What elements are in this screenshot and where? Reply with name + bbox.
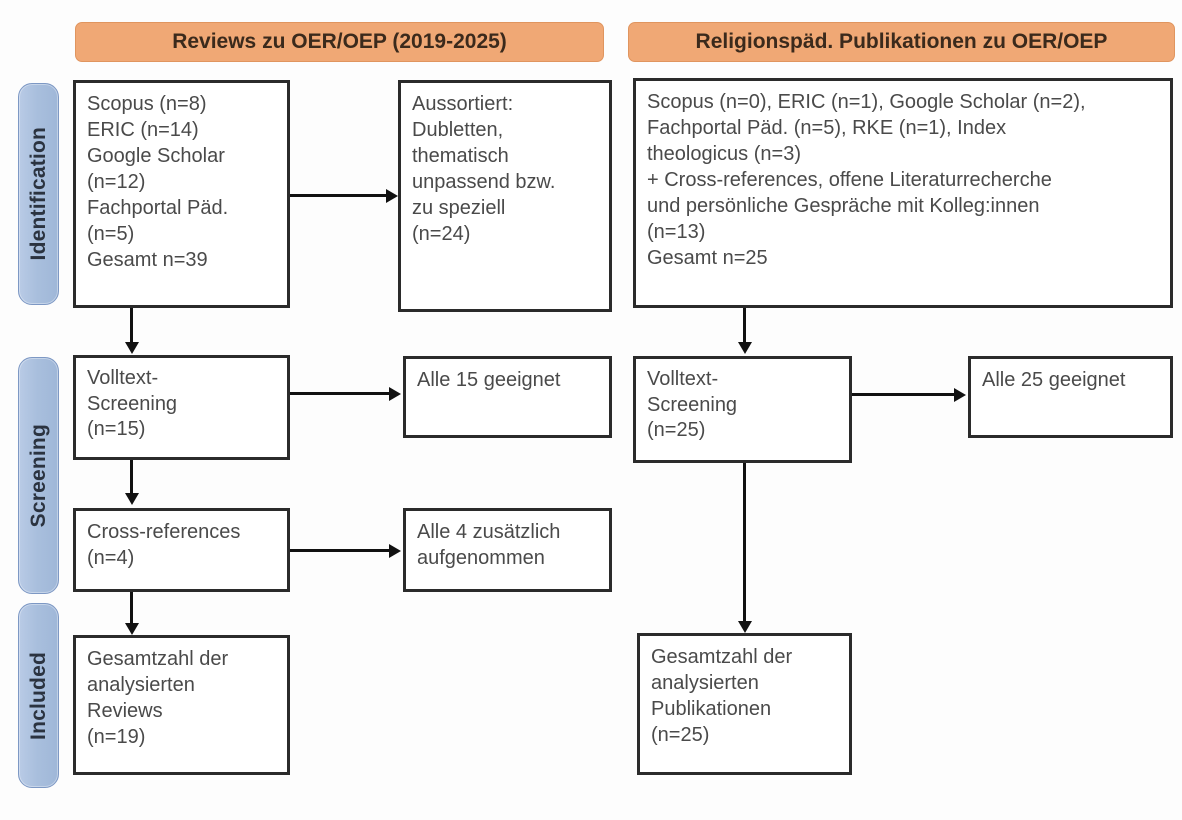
stage-label-identification: Identification [26, 127, 50, 261]
box-line: (n=12) [87, 171, 146, 193]
box-line: Alle 15 geeignet [417, 369, 561, 391]
connector-left-screening-to-result [290, 392, 391, 395]
box-line: zu speziell [412, 197, 506, 219]
box-right-identification: Scopus (n=0), ERIC (n=1), Google Scholar… [633, 78, 1173, 308]
box-left-excluded: Aussortiert: Dubletten, thematisch unpas… [398, 80, 612, 312]
connector-right-ident-to-screening [743, 308, 746, 344]
box-line: Publikationen [651, 698, 772, 720]
box-line: Gesamt n=25 [647, 247, 768, 269]
arrowhead-left-screening-to-result [389, 387, 401, 401]
box-line: Dubletten, [412, 119, 504, 141]
stage-label-screening: Screening [26, 423, 50, 528]
connector-right-screening-to-result [852, 393, 956, 396]
box-line: (n=19) [87, 726, 146, 748]
box-left-included: Gesamtzahl der analysierten Reviews (n=1… [73, 635, 290, 775]
box-line: (n=25) [647, 419, 706, 442]
box-line: analysierten [87, 674, 195, 696]
arrowhead-left-crossrefs-to-included [125, 623, 139, 635]
box-line: Alle 25 geeignet [982, 369, 1126, 391]
box-line: Alle 4 zusätzlich [417, 521, 561, 543]
connector-left-crossrefs-to-included [130, 592, 133, 625]
connector-left-crossrefs-to-result [290, 549, 391, 552]
box-line: Scopus (n=8) [87, 93, 207, 115]
stage-pill-screening: Screening [18, 357, 59, 594]
box-right-screening-result: Alle 25 geeignet [968, 356, 1173, 438]
box-line: Reviews [87, 700, 163, 722]
box-line: aufgenommen [417, 547, 545, 569]
box-right-included: Gesamtzahl der analysierten Publikatione… [637, 633, 852, 775]
box-line: Gesamt n=39 [87, 249, 208, 271]
arrowhead-left-screening-to-crossrefs [125, 493, 139, 505]
box-line: Scopus (n=0), ERIC (n=1), Google Scholar… [647, 91, 1086, 113]
arrowhead-left-ident-to-excluded [386, 189, 398, 203]
arrowhead-right-ident-to-screening [738, 342, 752, 354]
box-line: (n=13) [647, 221, 706, 243]
box-line: Fachportal Päd. (n=5), RKE (n=1), Index [647, 117, 1007, 139]
box-left-crossrefs-result: Alle 4 zusätzlich aufgenommen [403, 508, 612, 592]
box-line: thematisch [412, 145, 509, 167]
box-line: + Cross-references, offene Literaturrech… [647, 169, 1052, 191]
arrowhead-left-crossrefs-to-result [389, 544, 401, 558]
column-header-reviews-label: Reviews zu OER/OEP (2019-2025) [172, 30, 507, 53]
box-left-crossrefs: Cross-references (n=4) [73, 508, 290, 592]
box-line: Google Scholar [87, 145, 225, 167]
arrowhead-right-screening-to-result [954, 388, 966, 402]
box-line: Aussortiert: [412, 93, 514, 115]
box-line: Volltext- [87, 367, 159, 389]
box-line: Screening [647, 393, 738, 416]
connector-left-screening-to-crossrefs [130, 460, 133, 495]
box-line: theologicus (n=3) [647, 143, 801, 165]
connector-left-ident-to-excluded [290, 194, 388, 197]
box-line: Fachportal Päd. [87, 197, 229, 219]
box-line: ERIC (n=14) [87, 119, 199, 141]
arrowhead-right-screening-to-included [738, 621, 752, 633]
box-line: (n=25) [651, 724, 710, 746]
connector-right-screening-to-included [743, 463, 746, 623]
box-left-screening: Volltext- Screening (n=15) [73, 355, 290, 460]
box-line: unpassend bzw. [412, 171, 556, 193]
box-line: (n=4) [87, 547, 135, 569]
box-line: Cross-references [87, 521, 241, 543]
stage-pill-identification: Identification [18, 83, 59, 305]
box-line: (n=5) [87, 223, 135, 245]
box-right-screening: Volltext- Screening (n=25) [633, 356, 852, 463]
connector-left-ident-to-screening [130, 308, 133, 344]
stage-pill-included: Included [18, 603, 59, 788]
stage-label-included: Included [26, 651, 50, 740]
box-line: und persönliche Gespräche mit Kolleg:inn… [647, 195, 1040, 217]
box-left-identification: Scopus (n=8) ERIC (n=14) Google Scholar … [73, 80, 290, 308]
box-line: Screening [87, 392, 178, 415]
box-line: analysierten [651, 672, 759, 694]
box-left-screening-result: Alle 15 geeignet [403, 356, 612, 438]
column-header-reviews: Reviews zu OER/OEP (2019-2025) [75, 22, 604, 62]
box-line: Gesamtzahl der [87, 648, 229, 670]
arrowhead-left-ident-to-screening [125, 342, 139, 354]
column-header-publikationen: Religionspäd. Publikationen zu OER/OEP [628, 22, 1175, 62]
box-line: Gesamtzahl der [651, 646, 793, 668]
box-line: (n=24) [412, 223, 471, 245]
box-line: (n=15) [87, 418, 146, 441]
box-line: Volltext- [647, 368, 719, 390]
column-header-publikationen-label: Religionspäd. Publikationen zu OER/OEP [695, 30, 1108, 53]
